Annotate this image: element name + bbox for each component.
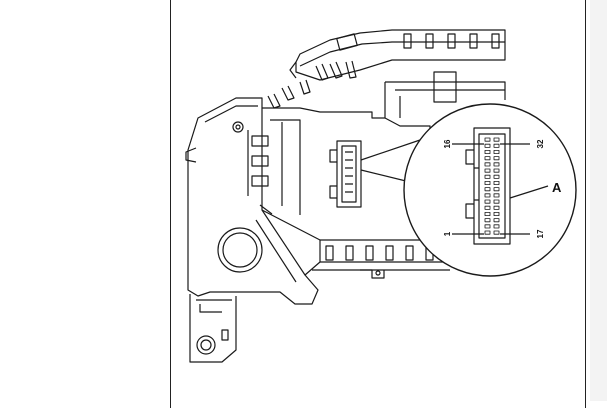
round-cap bbox=[217, 227, 263, 273]
connector-pin bbox=[484, 187, 491, 192]
connector-pin bbox=[484, 156, 491, 161]
label-leaders bbox=[452, 143, 549, 235]
connector-pin bbox=[484, 230, 491, 235]
mounting-bracket bbox=[189, 294, 237, 363]
connector-pin bbox=[484, 224, 491, 229]
connector-pin bbox=[484, 143, 491, 148]
magnifier-leader-lines bbox=[360, 139, 421, 183]
connector-pin bbox=[493, 211, 500, 216]
housing-right-wall bbox=[384, 71, 506, 118]
scrollbar-gutter[interactable] bbox=[590, 0, 607, 401]
connector-pin bbox=[493, 162, 500, 167]
connector-pin bbox=[493, 180, 500, 185]
connector-pin bbox=[484, 218, 491, 223]
connector-pin bbox=[493, 156, 500, 161]
connector-pin bbox=[484, 193, 491, 198]
connector-pin bbox=[493, 149, 500, 154]
connector-pin bbox=[484, 211, 491, 216]
pin-label-1: 1 bbox=[443, 231, 452, 236]
connector-pin bbox=[484, 137, 491, 142]
connector-pin bbox=[484, 149, 491, 154]
pin-grid bbox=[484, 137, 500, 235]
pin-label-17: 17 bbox=[536, 229, 545, 238]
diagram-frame bbox=[170, 0, 586, 408]
housing-body bbox=[185, 97, 450, 305]
connector-pin bbox=[493, 230, 500, 235]
connector-pin bbox=[493, 168, 500, 173]
connector-pin bbox=[493, 187, 500, 192]
connector-pin bbox=[493, 218, 500, 223]
connector-pin bbox=[493, 137, 500, 142]
pin-label-32: 32 bbox=[536, 139, 545, 148]
connector-pin bbox=[484, 199, 491, 204]
callout-label-a: A bbox=[552, 180, 562, 195]
connector-pin bbox=[493, 224, 500, 229]
connector-pin bbox=[493, 205, 500, 210]
connector-pin bbox=[493, 193, 500, 198]
connector-pin bbox=[484, 162, 491, 167]
enlarged-connector bbox=[465, 127, 511, 245]
connector-pin bbox=[484, 168, 491, 173]
pin-label-16: 16 bbox=[443, 139, 452, 148]
connector-pin bbox=[493, 143, 500, 148]
connector-pin bbox=[484, 174, 491, 179]
connector-socket bbox=[329, 140, 362, 208]
connector-pin bbox=[484, 180, 491, 185]
connector-pin bbox=[493, 199, 500, 204]
connector-pin bbox=[484, 205, 491, 210]
housing-top-cover bbox=[267, 29, 506, 109]
connector-pin bbox=[493, 174, 500, 179]
